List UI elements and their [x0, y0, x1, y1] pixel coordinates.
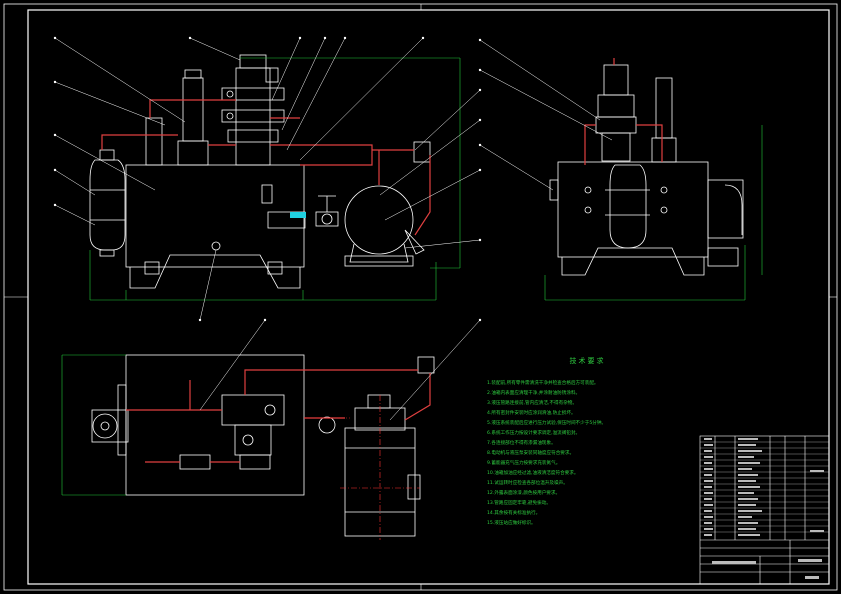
note-line: 2.油箱内表面应清理干净,并涂耐油防锈涂料。	[487, 391, 581, 396]
top-dimensions	[61, 354, 126, 496]
note-line: 9.蓄能器充气压力按要求充装氮气。	[487, 461, 561, 466]
side-leaders	[479, 39, 613, 191]
note-line: 14.其余按有关标准执行。	[487, 511, 541, 516]
note-line: 3.液压管路连接前,管内应清洁,不得有杂物。	[487, 401, 577, 406]
front-view-pipes	[101, 99, 431, 236]
title-block-rows	[700, 441, 829, 533]
front-leaders	[54, 37, 481, 321]
notes-title: 技术要求	[569, 357, 606, 365]
title-block-text-marks	[704, 438, 824, 579]
side-view	[549, 64, 744, 276]
title-block	[699, 435, 830, 585]
side-view-pipes	[584, 58, 663, 165]
top-view	[91, 354, 435, 537]
note-line: 4.所有密封件安装时应涂润滑油,防止损坏。	[487, 411, 576, 416]
note-line: 8.电动机与液压泵安装同轴度应符合要求。	[487, 451, 575, 456]
note-line: 12.外露表面涂漆,颜色按用户要求。	[487, 491, 561, 496]
note-line: 1.装配前,所有零件需清洗干净并检查合格后方可装配。	[487, 381, 599, 386]
front-view	[89, 54, 431, 289]
note-line: 10.油箱加油应经过滤,油液清洁度符合要求。	[487, 471, 579, 476]
note-line: 13.管路应固定牢靠,避免振动。	[487, 501, 551, 506]
note-line: 5.液压系统装配后应进行压力试验,保压时间不少于5分钟。	[487, 421, 607, 426]
top-leaders	[199, 319, 481, 421]
note-line: 11.试运转时应检查各部位温升及噪声。	[487, 481, 568, 486]
note-line: 15.液压站应做好标识。	[487, 521, 536, 526]
note-line: 6.系统工作压力按设计要求调定,溢流阀铅封。	[487, 431, 581, 436]
front-dimensions	[89, 57, 461, 301]
note-line: 7.各连接部位不得有渗漏油现象。	[487, 441, 556, 446]
side-dimensions	[544, 125, 763, 301]
top-centerlines	[305, 395, 420, 540]
inner-frame	[27, 9, 830, 585]
